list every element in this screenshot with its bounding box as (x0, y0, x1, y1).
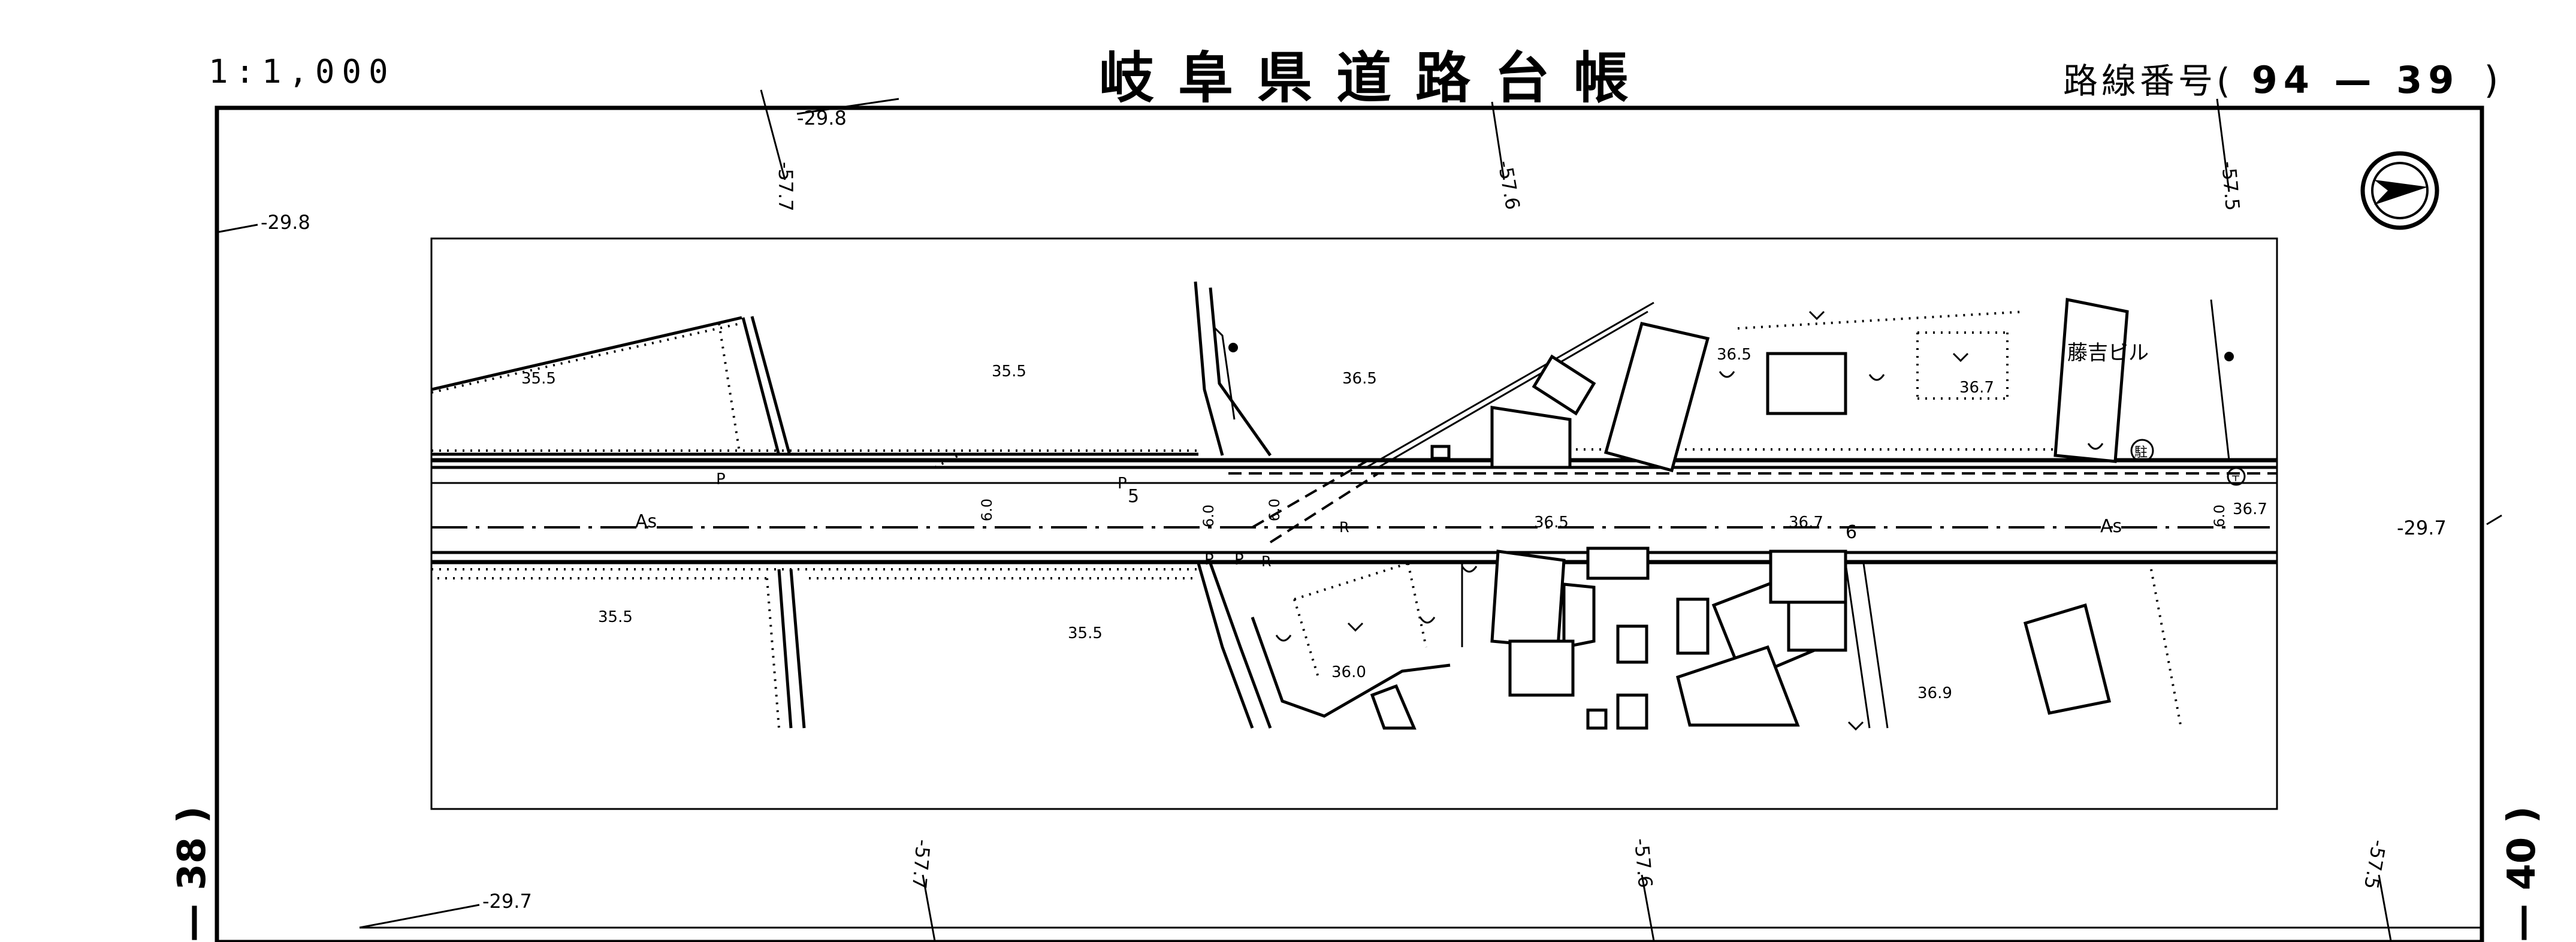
coordinate-grid (215, 89, 2502, 941)
route-label-text: 路線番号( (2063, 61, 2234, 101)
elevation-6: 35.5 (598, 608, 633, 626)
pole-label-2: P (1118, 475, 1127, 493)
elevation-2: 35.5 (992, 363, 1026, 381)
main-road (431, 449, 2277, 570)
pole-label-1: P (716, 470, 726, 488)
route-close-paren: ) (2484, 58, 2502, 102)
route-number-label: 路線番号( 94 — 39) (2063, 53, 2502, 103)
road-width-dim-4: 6.0 (2211, 505, 2228, 527)
elevation-5: 36.7 (1959, 379, 1994, 397)
elevation-4: 36.5 (1717, 346, 1751, 364)
grid-label-left-upper: -29.8 (261, 211, 310, 234)
post-mark-circle (2227, 467, 2246, 486)
road-width-5: 5 (1128, 486, 1139, 507)
grid-label-bottom-col3: -57.5 (2360, 838, 2391, 891)
elevation-8: 36.0 (1331, 663, 1366, 681)
grid-label-top-col1: -57.7 (774, 162, 797, 212)
road-width-6: 6 (1846, 522, 1857, 543)
grid-label-top-col2: -57.6 (1493, 159, 1524, 212)
road-labels: As As 5 6 6.0 6.0 6.0 6.0 P P P P R R (635, 470, 2228, 570)
elevation-7: 35.5 (1068, 624, 1103, 642)
grid-label-right-mid: -29.7 (2397, 517, 2447, 539)
pole-label-4: P (1234, 551, 1244, 569)
buildings-north (1430, 297, 2129, 473)
parking-mark: 駐 (2134, 445, 2148, 460)
property-lines (431, 310, 2182, 729)
map-frame (215, 105, 2484, 942)
road-surface-right: As (2100, 516, 2122, 537)
road-width-dim-2: 6.0 (1200, 505, 1217, 527)
survey-point-2 (2224, 352, 2234, 361)
elevation-points: 35.5 35.5 36.5 36.5 36.7 35.5 35.5 36.0 … (521, 346, 2267, 702)
map-scale: 1:1,000 (209, 53, 395, 90)
road-width-dim-3: 6.0 (1266, 499, 1283, 521)
post-mark: 〒 (2230, 472, 2241, 484)
north-arrow-icon (2360, 151, 2439, 230)
grid-label-bottom-col1: -57.7 (908, 838, 935, 890)
route-number-value: 94 — 39 (2251, 58, 2460, 102)
map-title: 岐阜県道路台帳 (1099, 46, 1653, 110)
grid-label-top-col3: -57.5 (2217, 160, 2244, 212)
road-surface-left: As (635, 511, 657, 532)
buildings-south (1370, 547, 2112, 730)
elevation-3: 36.5 (1342, 370, 1377, 388)
pole-label-3: P (1204, 551, 1214, 569)
vegetation-marks (1275, 310, 2104, 731)
road-width-dim-1: 6.0 (979, 499, 995, 521)
grid-label-top-left: -29.8 (797, 107, 847, 129)
survey-point-1 (1228, 343, 1238, 352)
map-sheet-area (430, 237, 2278, 810)
elevation-9: 36.5 (1534, 514, 1569, 532)
parking-mark-circle (2130, 439, 2154, 463)
elevation-12: 36.7 (2233, 500, 2267, 518)
elevation-1: 35.5 (521, 370, 556, 388)
grid-label-bottom-col2: -57.6 (1630, 837, 1657, 889)
building-name-fujiyoshi: 藤吉ビル (2067, 341, 2149, 365)
grid-label-bottom-left: -29.7 (482, 890, 532, 913)
rail-label-2: R (1261, 553, 1272, 570)
elevation-10: 36.7 (1789, 514, 1823, 532)
elevation-11: 36.9 (1917, 684, 1952, 702)
side-streets (741, 281, 2230, 729)
rail-label-1: R (1339, 519, 1349, 536)
